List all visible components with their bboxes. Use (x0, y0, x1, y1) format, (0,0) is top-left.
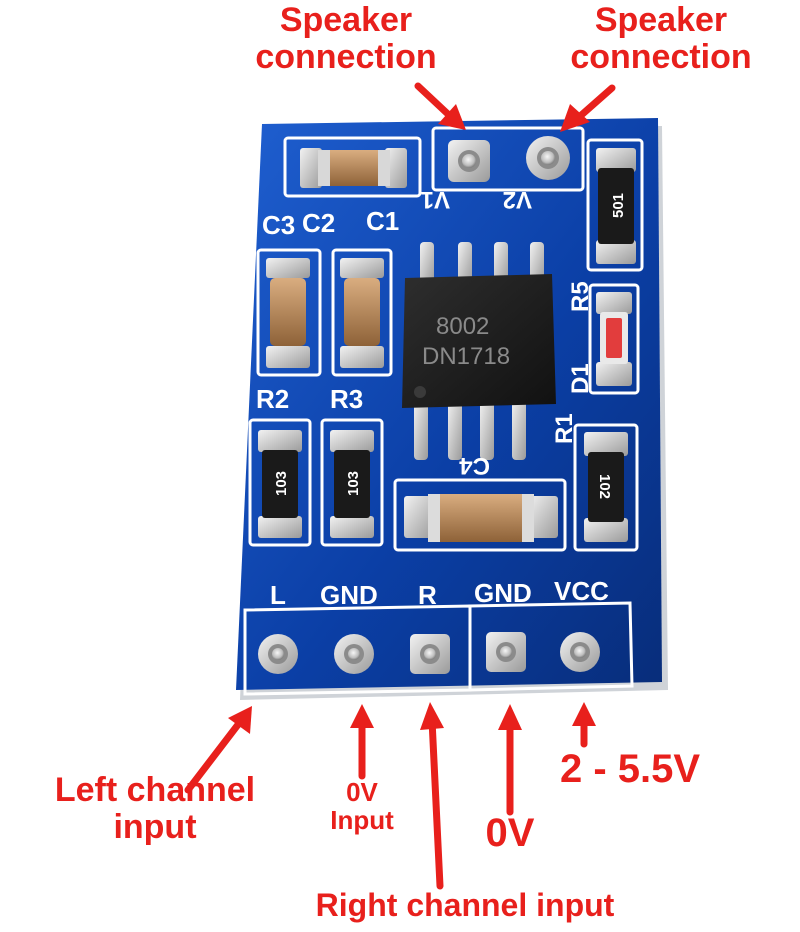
header-pad-r (410, 634, 450, 674)
pin-label-r: R (418, 580, 437, 610)
arrow-left-input (184, 706, 252, 794)
pin-label-gnd-2: GND (474, 578, 532, 608)
speaker-pad-v2 (526, 136, 570, 180)
capacitor-c2 (340, 258, 384, 368)
label-r5: R5 (567, 281, 594, 312)
resistor-codes: 501 103 103 102 (273, 193, 627, 499)
callout-zero-v-input-line-1: 0V (346, 777, 378, 807)
label-d1: D1 (567, 363, 594, 394)
pin-label-vcc: VCC (554, 576, 609, 606)
callout-left-input: Left channel input (30, 772, 280, 845)
label-c2: C2 (302, 208, 335, 238)
callout-speaker-left: Speaker connection (236, 2, 456, 75)
capacitor-c4 (404, 494, 558, 542)
header-pad-gnd-1 (334, 634, 374, 674)
code-r1: 102 (596, 474, 613, 499)
resistor-r1 (584, 432, 628, 542)
label-r3: R3 (330, 384, 363, 414)
label-c1: C1 (366, 206, 399, 236)
chip-pins (414, 242, 544, 460)
callout-zero-v-input-line-2: Input (330, 805, 394, 836)
callout-speaker-left-line-1: Speaker (279, 1, 413, 39)
arrow-right-input (420, 702, 444, 890)
silkscreen-text: C3 C2 C1 V1 V2 R5 D1 R1 C4 R2 R3 L GND R… (256, 186, 609, 610)
callout-zero-v: 0V (468, 811, 552, 855)
code-r5: 501 (610, 193, 627, 218)
callout-supply-text: 2 - 5.5V (559, 747, 701, 791)
arrow-speaker-right (560, 84, 616, 132)
resistor-r3 (330, 430, 374, 538)
callout-right-input-text: Right channel input (315, 887, 615, 923)
label-r1: R1 (551, 413, 578, 444)
led-d1 (596, 292, 632, 386)
callout-speaker-left-line-2: connection (255, 37, 437, 76)
chip-marking: 8002 DN1718 (422, 313, 510, 370)
callout-speaker-right-line-1: Speaker (594, 1, 728, 39)
callout-right-input: Right channel input (300, 888, 630, 923)
header-pad-vcc (560, 632, 600, 672)
amplifier-chip-8002 (402, 274, 556, 408)
capacitor-c3 (266, 258, 310, 368)
label-c3: C3 (262, 210, 295, 240)
label-r2: R2 (256, 384, 289, 414)
callout-supply: 2 - 5.5V (520, 747, 740, 791)
capacitor-c1 (300, 148, 407, 188)
code-r3: 103 (345, 471, 362, 496)
label-v2: V2 (503, 186, 532, 213)
resistor-r5-top (596, 148, 636, 264)
arrow-supply (572, 702, 596, 748)
callout-arrows (184, 82, 616, 890)
callout-left-input-line-2: input (113, 807, 197, 846)
callout-zero-v-input: 0V Input (312, 778, 412, 834)
header-pad-gnd-2 (486, 632, 526, 672)
label-v1: V1 (421, 186, 450, 213)
code-r2: 103 (273, 471, 290, 496)
silkscreen-outlines (243, 126, 644, 696)
chip-marking-line-2: DN1718 (422, 343, 510, 370)
chip-marking-line-1: 8002 (436, 313, 489, 340)
callout-speaker-right-line-2: connection (570, 37, 752, 76)
arrow-zero-v (498, 704, 522, 816)
arrow-speaker-left (414, 82, 466, 130)
pin-label-gnd-1: GND (320, 580, 378, 610)
resistor-r2 (258, 430, 302, 538)
callout-left-input-line-1: Left channel (54, 771, 256, 809)
arrow-zero-v-input (350, 704, 374, 780)
header-pad-l (258, 634, 298, 674)
speaker-pad-v1 (448, 140, 490, 182)
label-c4: C4 (459, 452, 490, 479)
pin-label-l: L (270, 580, 286, 610)
callout-speaker-right: Speaker connection (546, 2, 776, 75)
callout-zero-v-text: 0V (485, 811, 535, 855)
